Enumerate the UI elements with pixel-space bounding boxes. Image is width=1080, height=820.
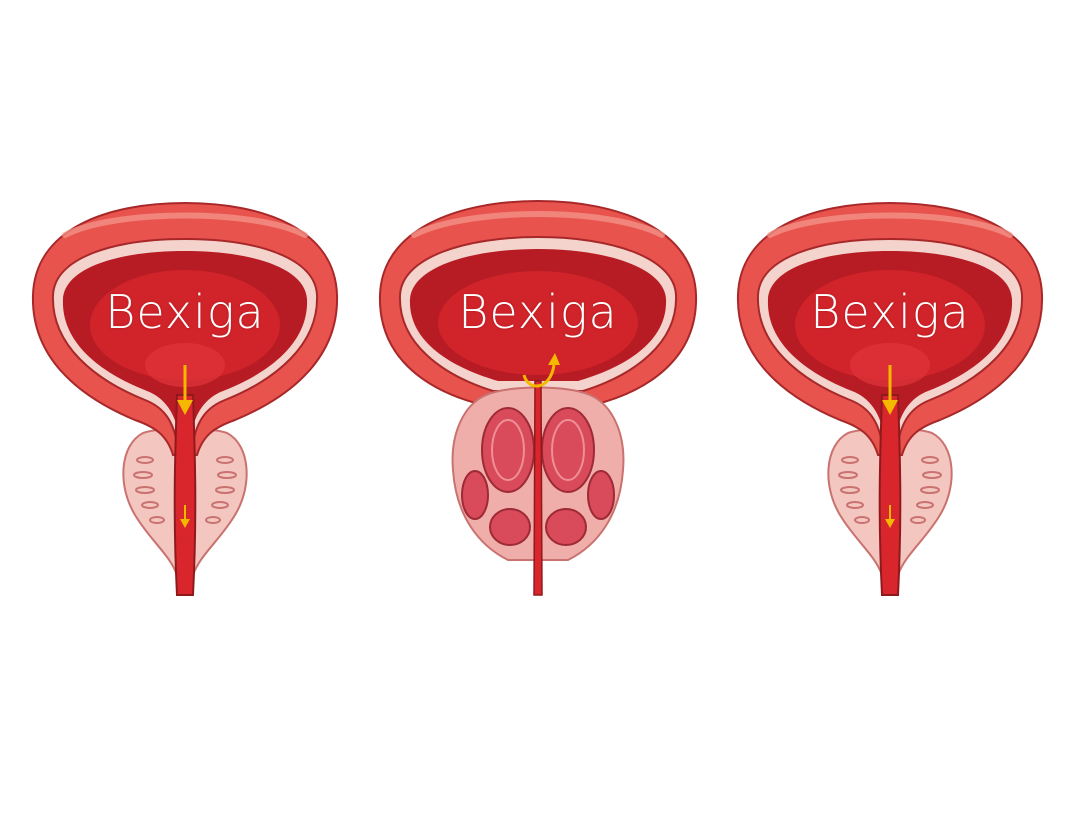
bladder-normal-illustration — [31, 201, 339, 596]
urethra — [173, 394, 197, 596]
urethra — [878, 394, 902, 596]
prostate-lobes — [461, 407, 615, 546]
urethra-compressed — [533, 380, 543, 596]
bladder-label: Bexiga — [810, 285, 970, 339]
curved-return-arrow-icon — [522, 353, 560, 388]
down-arrow-icon — [177, 365, 193, 415]
down-arrow-icon — [882, 365, 898, 415]
bladder-normal-illustration — [736, 201, 1044, 596]
down-arrow-icon — [180, 505, 190, 528]
bladder-label: Bexiga — [105, 285, 265, 339]
panel-normal-left: Bexiga — [25, 195, 345, 596]
bladder-label: Bexiga — [458, 285, 618, 339]
panel-enlarged-center: Bexiga — [378, 195, 698, 596]
prostate-glands — [838, 456, 942, 524]
panel-normal-right: Bexiga — [730, 195, 1050, 596]
down-arrow-icon — [885, 505, 895, 528]
bladder-enlarged-prostate-illustration — [378, 199, 698, 596]
prostate-glands — [133, 456, 237, 524]
